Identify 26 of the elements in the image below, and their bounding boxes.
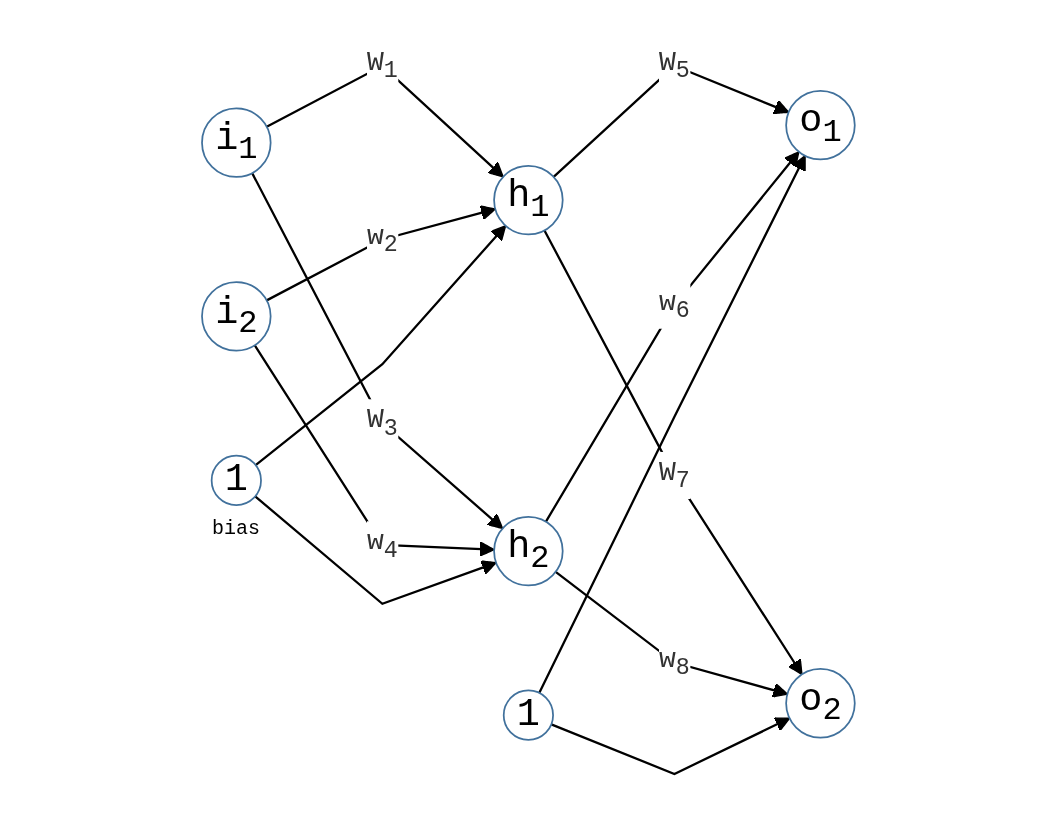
arrow (254, 495, 497, 606)
arrow (550, 717, 790, 776)
arrow (537, 155, 806, 694)
edge-label: w$_{6}$ (658, 286, 690, 324)
node-circle: i$_{1}$ (200, 107, 272, 178)
node-circle: h$_{2}$ (492, 515, 564, 587)
node-circle: o$_{1}$ (784, 89, 856, 161)
edge-label: W$_{3}$ (366, 404, 398, 442)
edge-label: W$_{1}$ (366, 47, 398, 85)
arrow (554, 571, 788, 698)
arrow (265, 205, 496, 302)
edge-label: w$_{2}$ (366, 220, 398, 259)
edge-label: w$_{4}$ (366, 526, 398, 564)
node-circle: h$_{1}$ (492, 164, 564, 236)
edge-label: W$_{5}$ (658, 47, 690, 85)
arrow (250, 172, 503, 530)
edge-label: W$_{7}$ (658, 457, 690, 495)
arrow (544, 151, 800, 523)
node-circle: i$_{2}$ (200, 281, 272, 352)
node-circle: o$_{2}$ (784, 668, 856, 739)
caption-text: bias (211, 517, 260, 541)
arrow (543, 229, 803, 676)
edge-label: w$_{8}$ (658, 644, 690, 682)
arrow (254, 225, 506, 466)
node-circle: 1 (210, 454, 262, 506)
node-circle: 1 (502, 689, 554, 741)
